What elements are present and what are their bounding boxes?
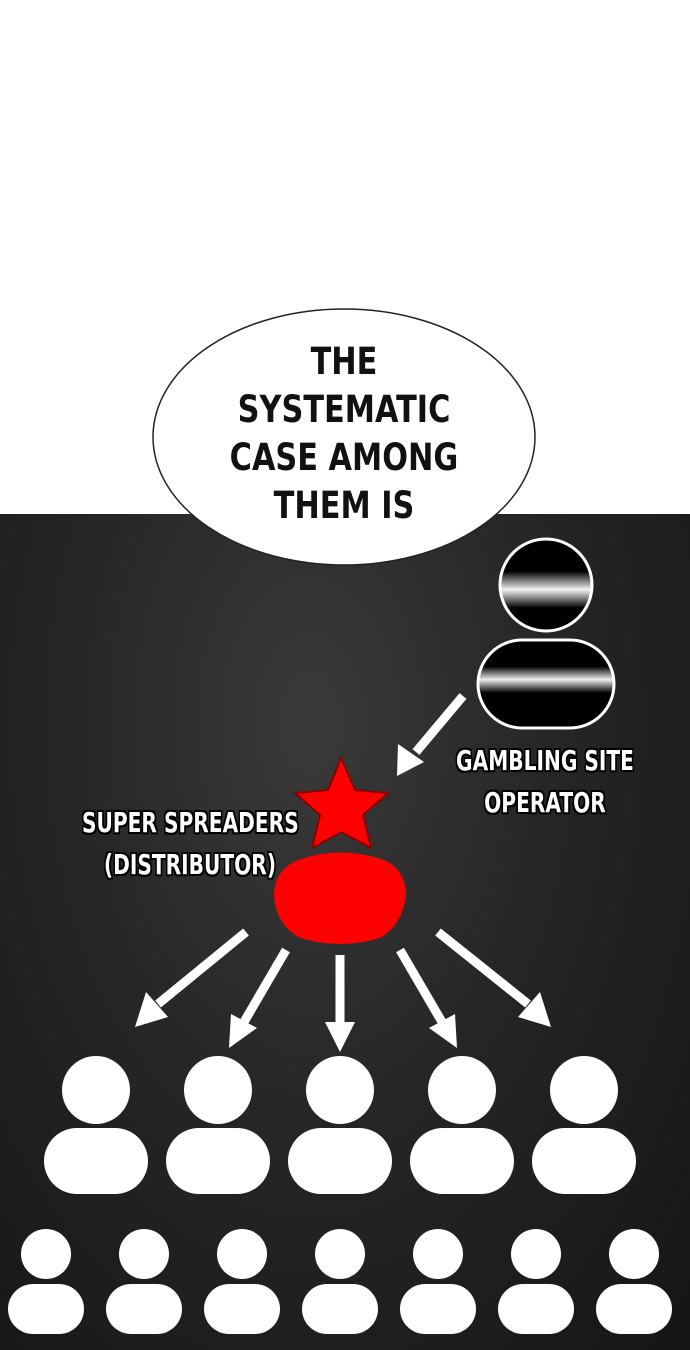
person-icon xyxy=(302,1229,378,1334)
arrow-down-right-far xyxy=(435,928,551,1027)
spreader-label: SUPER SPREADERS (DISTRIBUTOR) xyxy=(81,802,299,886)
person-icon xyxy=(596,1229,672,1334)
person-icon xyxy=(400,1229,476,1334)
operator-head xyxy=(498,537,594,633)
person-icon xyxy=(204,1229,280,1334)
speech-line-3: CASE AMONG xyxy=(229,436,459,479)
speech-line-2: SYSTEMATIC xyxy=(237,388,451,431)
person-icon xyxy=(106,1229,182,1334)
speech-bubble-shape xyxy=(152,308,536,566)
spreader-label-line-1: SUPER SPREADERS xyxy=(81,806,299,839)
arrow-down-left-far xyxy=(135,928,249,1027)
distributor-person-icon xyxy=(274,755,406,944)
operator-person-icon xyxy=(476,537,616,730)
spreader-label-line-2: (DISTRIBUTOR) xyxy=(103,848,277,881)
arrow-operator-to-distributor xyxy=(397,693,467,776)
arrows-to-followers xyxy=(135,928,551,1052)
distributor-body xyxy=(274,852,406,944)
arrow-down-center xyxy=(325,955,355,1052)
operator-body xyxy=(476,638,616,730)
speech-line-1: THE xyxy=(310,340,378,383)
operator-label: GAMBLING SITE OPERATOR xyxy=(455,740,635,824)
speech-bubble-text: THE SYSTEMATIC CASE AMONG THEM IS xyxy=(187,338,502,530)
person-icon xyxy=(498,1229,574,1334)
speech-line-4: THEM IS xyxy=(273,484,415,527)
operator-label-line-2: OPERATOR xyxy=(484,786,606,819)
operator-label-line-1: GAMBLING SITE xyxy=(456,744,634,777)
person-icon xyxy=(410,1056,514,1194)
person-icon xyxy=(532,1056,636,1194)
person-icon xyxy=(44,1056,148,1194)
star-icon xyxy=(292,755,391,850)
follower-row-1 xyxy=(44,1056,636,1194)
arrow-down-right-near xyxy=(396,947,457,1048)
person-icon xyxy=(8,1229,84,1334)
follower-row-2 xyxy=(8,1229,672,1334)
arrow-down-left-near xyxy=(229,947,290,1048)
person-icon xyxy=(166,1056,270,1194)
person-icon xyxy=(288,1056,392,1194)
